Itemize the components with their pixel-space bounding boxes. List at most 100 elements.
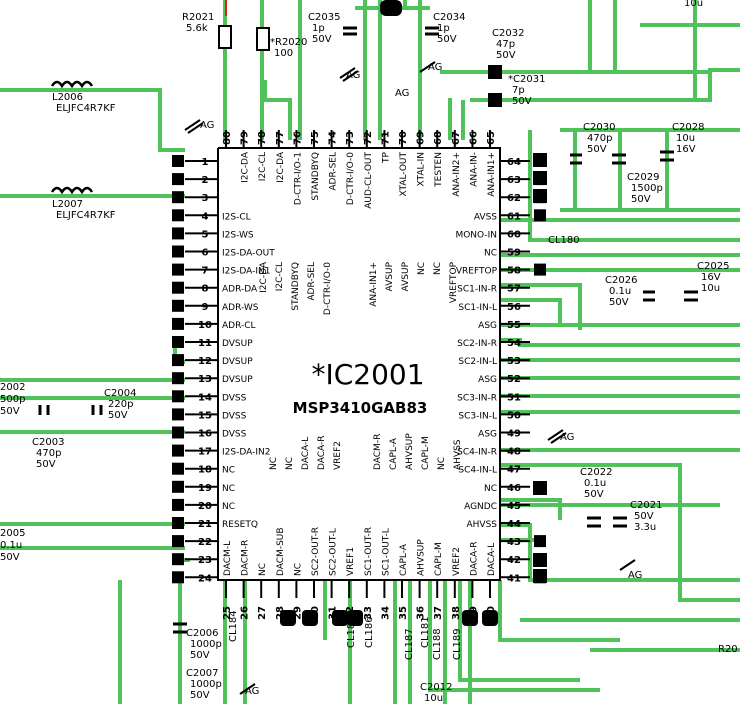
svg-text:*C2031: *C2031 xyxy=(508,74,545,85)
ic-part-number: MSP3410GAB83 xyxy=(293,399,428,417)
misc-label: 10u xyxy=(684,0,703,9)
pin-label-left: I2S-WS xyxy=(222,230,254,240)
misc-label: 2005 xyxy=(0,528,25,539)
pin-label-left: ADR-WS xyxy=(222,303,259,313)
ground-symbols xyxy=(184,61,636,695)
svg-text:1p: 1p xyxy=(437,23,450,34)
svg-text:C2006: C2006 xyxy=(186,628,218,639)
pin-number-left: 23 xyxy=(198,555,212,566)
pin-label-bottom-inner: NC xyxy=(437,457,447,470)
pin-number-top: 75 xyxy=(310,131,321,145)
pin-number-bottom: 38 xyxy=(451,606,462,620)
misc-label: 2002 xyxy=(0,382,25,393)
pin-number-right: 43 xyxy=(507,537,521,548)
pin-number-left: 12 xyxy=(198,356,212,367)
svg-text:50V: 50V xyxy=(584,489,604,500)
inductor-l2006 xyxy=(50,80,94,89)
misc-label: CL186 xyxy=(364,616,375,648)
pin-number-right: 42 xyxy=(507,555,521,566)
pin-number-top: 74 xyxy=(328,131,339,145)
pin-number-top: 69 xyxy=(416,131,427,145)
pin-number-right: 49 xyxy=(507,429,521,440)
pin-label-right: NC xyxy=(484,249,497,259)
pin-label-bottom: DACA-R xyxy=(469,541,479,576)
svg-text:C2034: C2034 xyxy=(433,12,465,23)
svg-text:10u: 10u xyxy=(676,133,695,144)
pin-number-right: 57 xyxy=(507,284,521,295)
pin-label-bottom-inner: AHVSS xyxy=(453,439,463,470)
pin-label-top: STANDBYQ xyxy=(311,152,321,201)
pin-label-top-inner: I2C-DA xyxy=(259,261,269,293)
pin-label-left: DVSS xyxy=(222,393,247,403)
pin-label-right: SC3-IN-L xyxy=(458,411,497,421)
pin-number-right: 50 xyxy=(507,410,521,421)
pin-number-left: 9 xyxy=(202,302,209,313)
pin-label-bottom-inner: CAPL-A xyxy=(389,437,399,470)
pin-number-left: 17 xyxy=(198,447,212,458)
svg-text:3.3u: 3.3u xyxy=(634,522,656,533)
pin-label-bottom: AHVSUP xyxy=(417,539,427,576)
pin-label-bottom: NC xyxy=(258,563,268,576)
pin-label-bottom-inner: CAPL-M xyxy=(421,436,431,470)
pin-label-top-inner: NC xyxy=(417,262,427,275)
pin-number-bottom: 25 xyxy=(222,606,233,620)
svg-text:R2021: R2021 xyxy=(182,12,214,23)
inductor-l2007 xyxy=(50,186,94,195)
svg-text:50V: 50V xyxy=(36,459,56,470)
svg-text:50V: 50V xyxy=(437,34,457,45)
svg-text:C2028: C2028 xyxy=(672,122,704,133)
pin-number-top: 78 xyxy=(257,131,268,145)
pin-label-bottom-inner: DACA-R xyxy=(317,435,327,470)
pin-label-left: RESETQ xyxy=(222,520,258,530)
pin-label-right: SC2-IN-R xyxy=(457,339,497,349)
svg-text:0.1u: 0.1u xyxy=(609,286,631,297)
pin-number-right: 63 xyxy=(507,175,521,186)
svg-text:220p: 220p xyxy=(108,399,133,410)
ic-designator: *IC2001 xyxy=(311,358,424,391)
pin-label-left: I2S-DA-IN1 xyxy=(222,267,270,277)
pin-label-right: ASG xyxy=(478,321,497,331)
ic-chip: I2S-CLI2S-WSI2S-DA-OUTI2S-DA-IN1ADR-DAAD… xyxy=(185,130,530,620)
pin-label-right: VREFTOP xyxy=(456,267,498,277)
pin-number-left: 2 xyxy=(202,175,209,186)
pin-number-top: 71 xyxy=(380,131,391,145)
svg-text:16V: 16V xyxy=(701,272,721,283)
pin-label-left: I2S-DA-IN2 xyxy=(222,448,270,458)
pin-label-top: AUD-CL-OUT xyxy=(364,152,374,209)
pin-label-left: DVSS xyxy=(222,411,247,421)
svg-text:16V: 16V xyxy=(676,144,696,155)
misc-label: AG xyxy=(245,686,259,697)
pin-number-right: 44 xyxy=(507,519,521,530)
pin-number-left: 3 xyxy=(202,193,209,204)
pin-number-right: 60 xyxy=(507,229,521,240)
pin-number-left: 16 xyxy=(198,429,212,440)
svg-text:470p: 470p xyxy=(36,448,61,459)
pin-label-bottom: SC1-OUT-R xyxy=(364,527,374,576)
pin-number-right: 46 xyxy=(507,483,521,494)
pin-label-right: AVSS xyxy=(474,212,497,222)
pin-label-top-inner: D-CTR-I/O-0 xyxy=(323,262,333,315)
pin-label-top: ANA-IN2+ xyxy=(452,152,462,197)
crystal xyxy=(380,0,402,16)
pin-number-left: 22 xyxy=(198,537,212,548)
pin-label-left: DVSUP xyxy=(222,357,253,367)
svg-text:10u: 10u xyxy=(424,693,443,704)
svg-text:ELJFC4R7KF: ELJFC4R7KF xyxy=(56,103,116,114)
pin-label-top-inner: AVSUP xyxy=(385,261,395,291)
pin-label-right: ASG xyxy=(478,375,497,385)
misc-label: 0.1u xyxy=(0,540,22,551)
pin-label-top: I2C-DA xyxy=(276,151,286,183)
pin-label-bottom-inner: AHVSUP xyxy=(405,433,415,470)
